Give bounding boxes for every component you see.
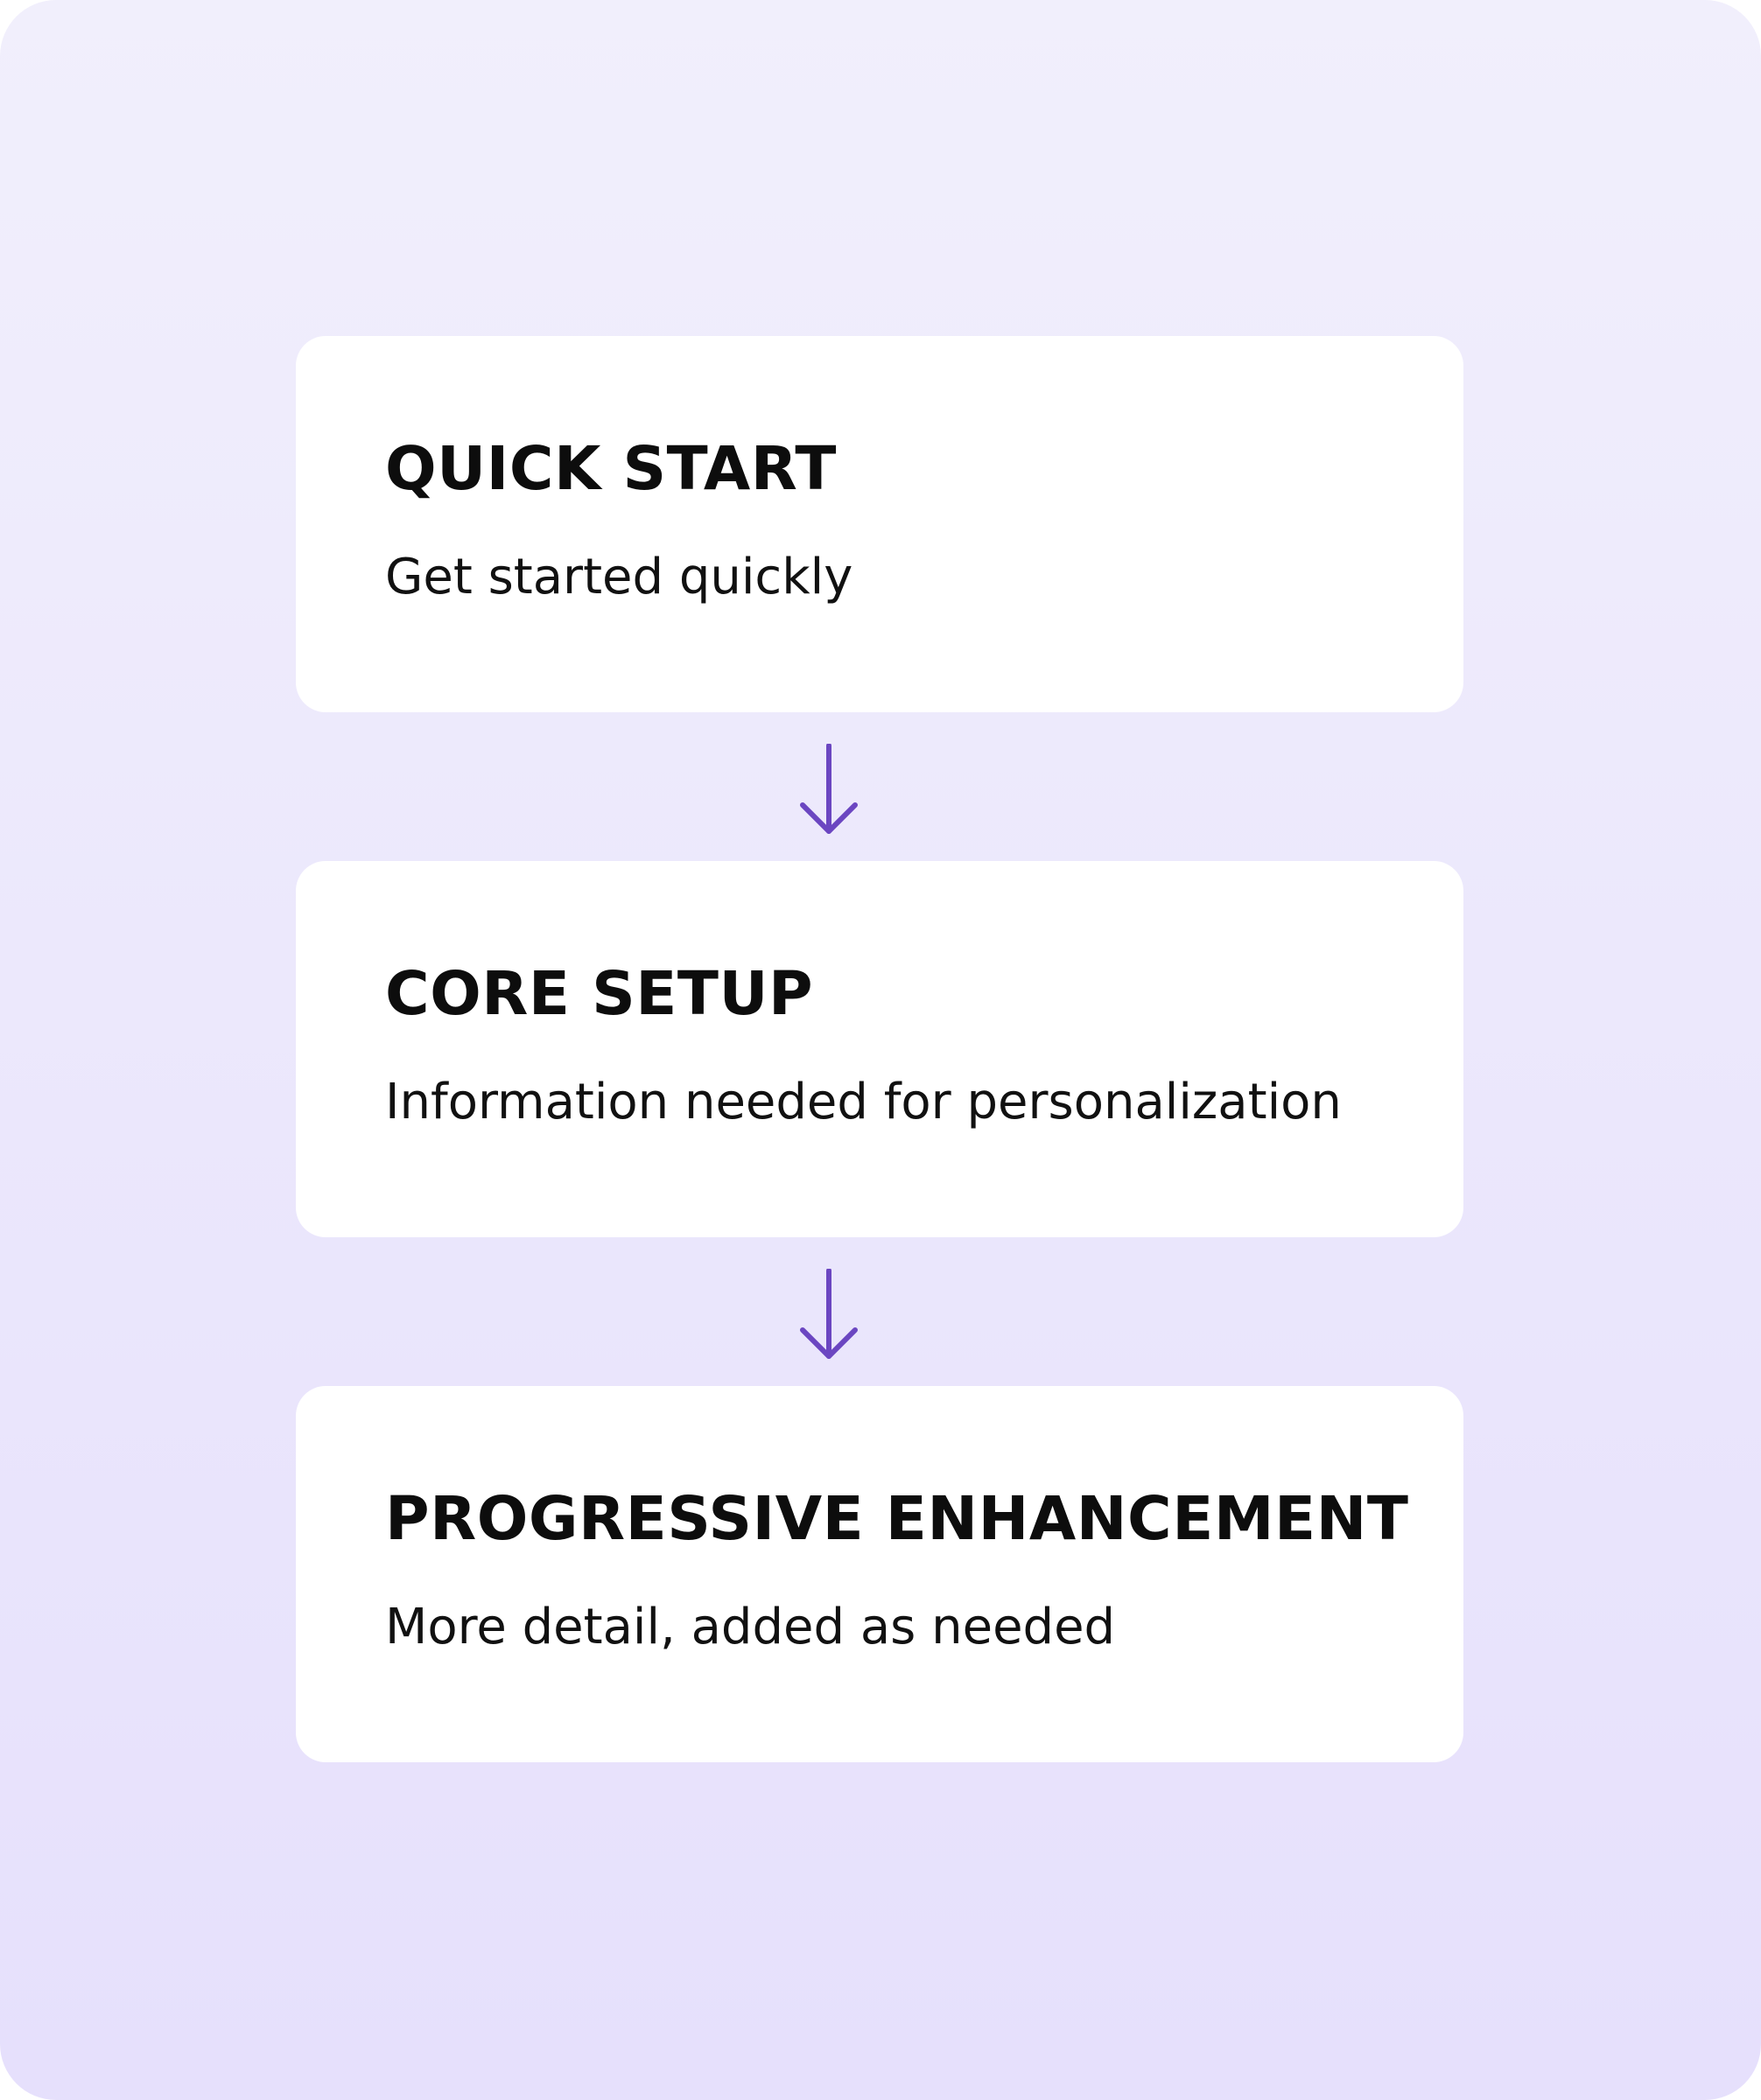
- step-title: QUICK START: [385, 434, 837, 504]
- step-title: CORE SETUP: [385, 959, 814, 1029]
- arrow-down-icon: [800, 744, 858, 834]
- step-title: PROGRESSIVE ENHANCEMENT: [385, 1484, 1409, 1554]
- step-card-quick-start: QUICK START Get started quickly: [296, 336, 1463, 712]
- step-card-progressive-enhancement: PROGRESSIVE ENHANCEMENT More detail, add…: [296, 1386, 1463, 1762]
- step-description: Get started quickly: [385, 549, 853, 606]
- step-description: Information needed for personalization: [385, 1074, 1342, 1130]
- step-description: More detail, added as needed: [385, 1599, 1116, 1656]
- step-card-core-setup: CORE SETUP Information needed for person…: [296, 861, 1463, 1237]
- arrow-down-icon: [800, 1269, 858, 1359]
